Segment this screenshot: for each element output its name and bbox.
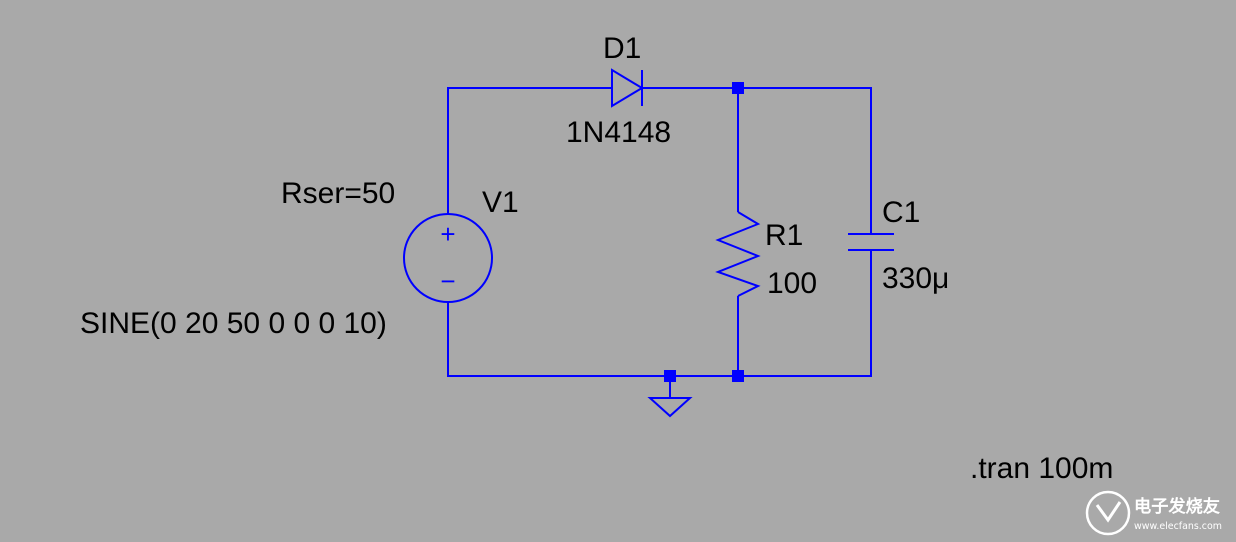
watermark: 电子发烧友 www.elecfans.com [1085, 490, 1222, 536]
wire-source-to-diode[interactable] [447, 87, 612, 214]
junction-nodes [664, 82, 744, 382]
ground-icon [647, 397, 693, 418]
watermark-url: www.elecfans.com [1134, 521, 1222, 532]
diode-triangle [611, 68, 644, 108]
resistor-r1[interactable] [715, 211, 761, 297]
voltage-source-v1[interactable]: + − [403, 213, 493, 303]
source-circle [403, 213, 493, 303]
source-rser-label[interactable]: Rser=50 [281, 177, 395, 210]
capacitor-name-label[interactable]: C1 [882, 196, 920, 229]
spice-directive[interactable]: .tran 100m [970, 452, 1113, 485]
resistor-name-label[interactable]: R1 [765, 219, 803, 252]
source-plus-sign: + [440, 219, 455, 249]
capacitor-c1[interactable] [848, 233, 894, 251]
diode-model-label[interactable]: 1N4148 [566, 116, 671, 149]
watermark-logo-icon [1085, 490, 1131, 536]
resistor-value-label[interactable]: 100 [767, 267, 817, 300]
labels: D1 1N4148 V1 Rser=50 SINE(0 20 50 0 0 0 … [80, 32, 1113, 485]
capacitor-value-label[interactable]: 330μ [882, 262, 949, 295]
watermark-chinese-text: 电子发烧友 [1134, 496, 1220, 517]
diode-d1[interactable] [611, 68, 644, 108]
junction-top[interactable] [732, 82, 744, 94]
wire-source-to-bottom[interactable] [447, 250, 872, 377]
watermark-logo-mark [1095, 501, 1122, 523]
source-value-label[interactable]: SINE(0 20 50 0 0 0 10) [80, 307, 387, 340]
source-name-label[interactable]: V1 [482, 186, 519, 219]
junction-ground[interactable] [664, 370, 676, 382]
ground-symbol[interactable] [647, 397, 693, 418]
resistor-zigzag [715, 211, 761, 297]
junction-bottom-right[interactable] [732, 370, 744, 382]
wire-diode-to-capacitor[interactable] [642, 87, 872, 234]
source-minus-sign: − [440, 266, 455, 296]
diode-name-label[interactable]: D1 [603, 32, 641, 65]
